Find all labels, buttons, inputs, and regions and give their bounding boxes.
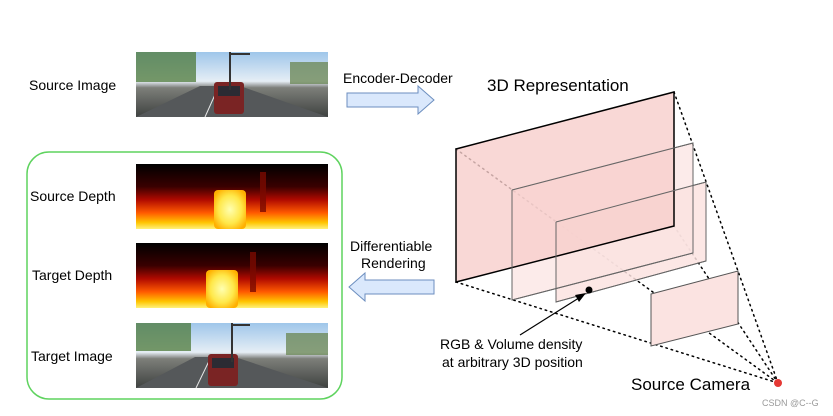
camera-dot — [774, 379, 782, 387]
watermark: CSDN @C--G — [762, 398, 819, 408]
source-depth-map — [136, 164, 328, 229]
source-depth-label: Source Depth — [30, 188, 116, 204]
target-depth-map — [136, 243, 328, 308]
plane-2-edge — [511, 142, 694, 301]
diff-rendering-label-1: Differentiable — [350, 238, 433, 254]
source-image-photo — [136, 52, 328, 118]
rgb-density-label-1: RGB & Volume density — [440, 336, 583, 352]
output-group-box — [26, 151, 343, 400]
target-image-photo — [136, 323, 328, 389]
plane-3-edge — [555, 181, 707, 303]
diff-rendering-label-2: Rendering — [361, 255, 426, 271]
source-image-label: Source Image — [29, 77, 117, 93]
rgb-density-label-2: at arbitrary 3D position — [442, 354, 583, 370]
plane-4 — [650, 270, 739, 347]
rendering-arrow — [348, 271, 435, 303]
pointer-arrow — [519, 295, 583, 336]
representation-label: 3D Representation — [487, 76, 629, 95]
sample-point — [585, 286, 593, 294]
target-depth-label: Target Depth — [32, 267, 113, 283]
encoder-decoder-arrow — [346, 84, 435, 116]
source-camera-label: Source Camera — [631, 375, 751, 394]
pointer-arrow-head — [575, 293, 586, 302]
target-image-label: Target Image — [31, 348, 113, 364]
plane-1-representation — [455, 91, 675, 283]
encoder-decoder-label: Encoder-Decoder — [343, 70, 453, 86]
